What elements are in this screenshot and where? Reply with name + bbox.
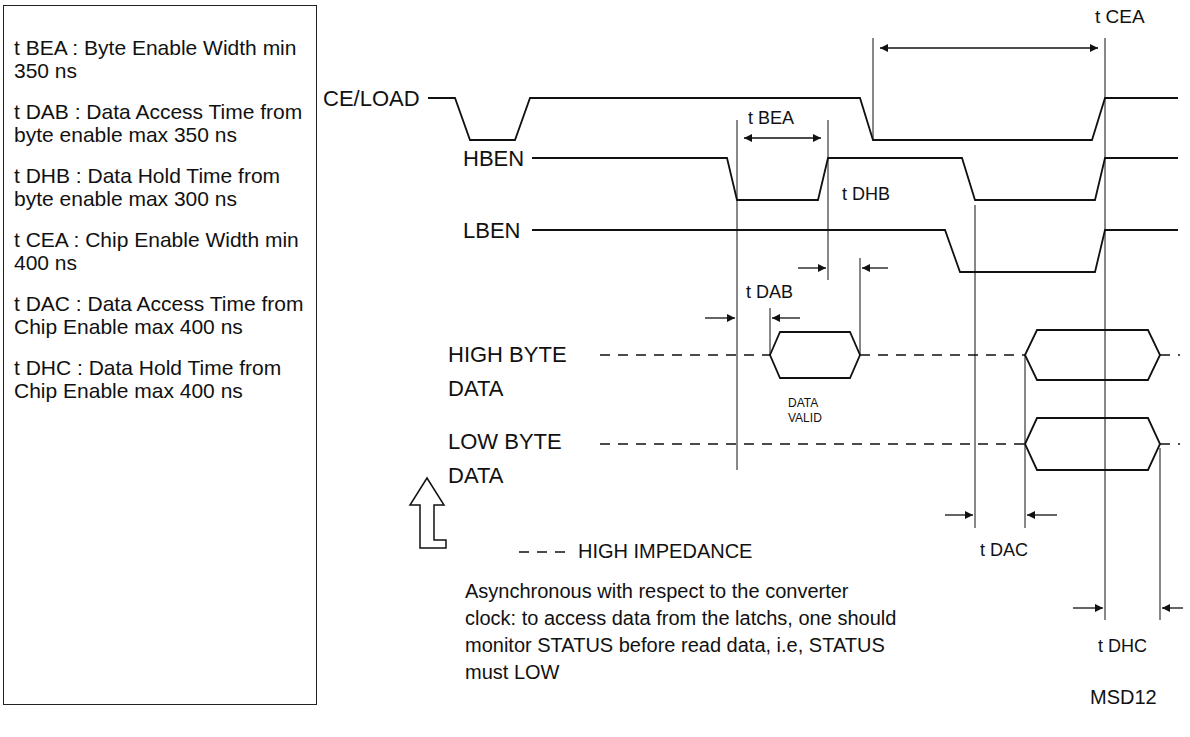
timing-guide (828, 120, 829, 280)
parameter-text: t DHB : Data Hold Time from byte enable … (14, 164, 306, 210)
parameter-text: t DHC : Data Hold Time from Chip Enable … (14, 356, 306, 402)
legend-text: HIGH IMPEDANCE (578, 540, 752, 563)
dimension-arrow (798, 267, 826, 268)
high-impedance-line (600, 443, 1025, 445)
signal-name: LOW BYTE DATA (448, 425, 588, 493)
high-impedance-line (1160, 354, 1180, 356)
timing-parameter: t BEA (748, 108, 794, 129)
timing-parameter: t DHB (842, 184, 890, 205)
dimension-arrow (1027, 514, 1057, 515)
parameter-text: t DAB : Data Access Time from byte enabl… (14, 100, 306, 146)
dimension-arrow (880, 47, 1098, 48)
high-impedance-line (860, 354, 1025, 356)
data-valid-hexagon (770, 332, 860, 378)
timing-guide (770, 308, 771, 355)
signal-name: LBEN (463, 218, 520, 243)
note-text: Asynchronous with respect to the convert… (465, 578, 905, 686)
parameter-text: t CEA : Chip Enable Width min 400 ns (14, 228, 306, 274)
timing-parameter: t DHC (1098, 636, 1147, 657)
timing-guide (975, 205, 976, 528)
dimension-arrow (705, 317, 735, 318)
dimension-arrow (1073, 607, 1103, 608)
dimension-arrow (1162, 607, 1183, 608)
hollow-pointer-arrow (410, 478, 446, 548)
timing-guide (1160, 448, 1161, 620)
high-byte-hexagon (1025, 330, 1160, 380)
parameter-text: t DAC : Data Access Time from Chip Enabl… (14, 292, 306, 338)
dashed-line-sample (519, 551, 565, 553)
timing-parameter: t DAB (746, 282, 793, 303)
timing-guide (860, 258, 861, 355)
dimension-arrow (744, 137, 821, 138)
legend-line-sample (518, 542, 566, 562)
legend-item: HIGH IMPEDANCE (518, 540, 752, 563)
dimension-arrow (772, 317, 800, 318)
low-byte-hexagon (1025, 418, 1160, 470)
lben-waveform (532, 230, 1178, 272)
high-impedance-line (1160, 443, 1180, 445)
timing-guide (737, 120, 738, 470)
timing-guide (1105, 38, 1106, 620)
dimension-arrow (862, 267, 888, 268)
ce-load-waveform (428, 98, 1178, 140)
dimension-arrow (945, 514, 973, 515)
signal-name: HIGH BYTE DATA (448, 338, 588, 406)
signal-name: CE/LOAD (323, 86, 420, 111)
parameter-box: t BEA : Byte Enable Width min 350 ns t DA… (3, 5, 317, 705)
note-text: DATA VALID (788, 396, 848, 426)
timing-parameter: t DAC (980, 540, 1028, 561)
parameter-text: t BEA : Byte Enable Width min 350 ns (14, 36, 306, 82)
signal-name: HBEN (463, 146, 524, 171)
note-text: MSD12 (1090, 686, 1157, 709)
timing-parameter: t CEA (1095, 6, 1145, 28)
timing-guide (1025, 355, 1026, 528)
timing-guide (873, 38, 874, 140)
high-impedance-line (600, 354, 770, 356)
